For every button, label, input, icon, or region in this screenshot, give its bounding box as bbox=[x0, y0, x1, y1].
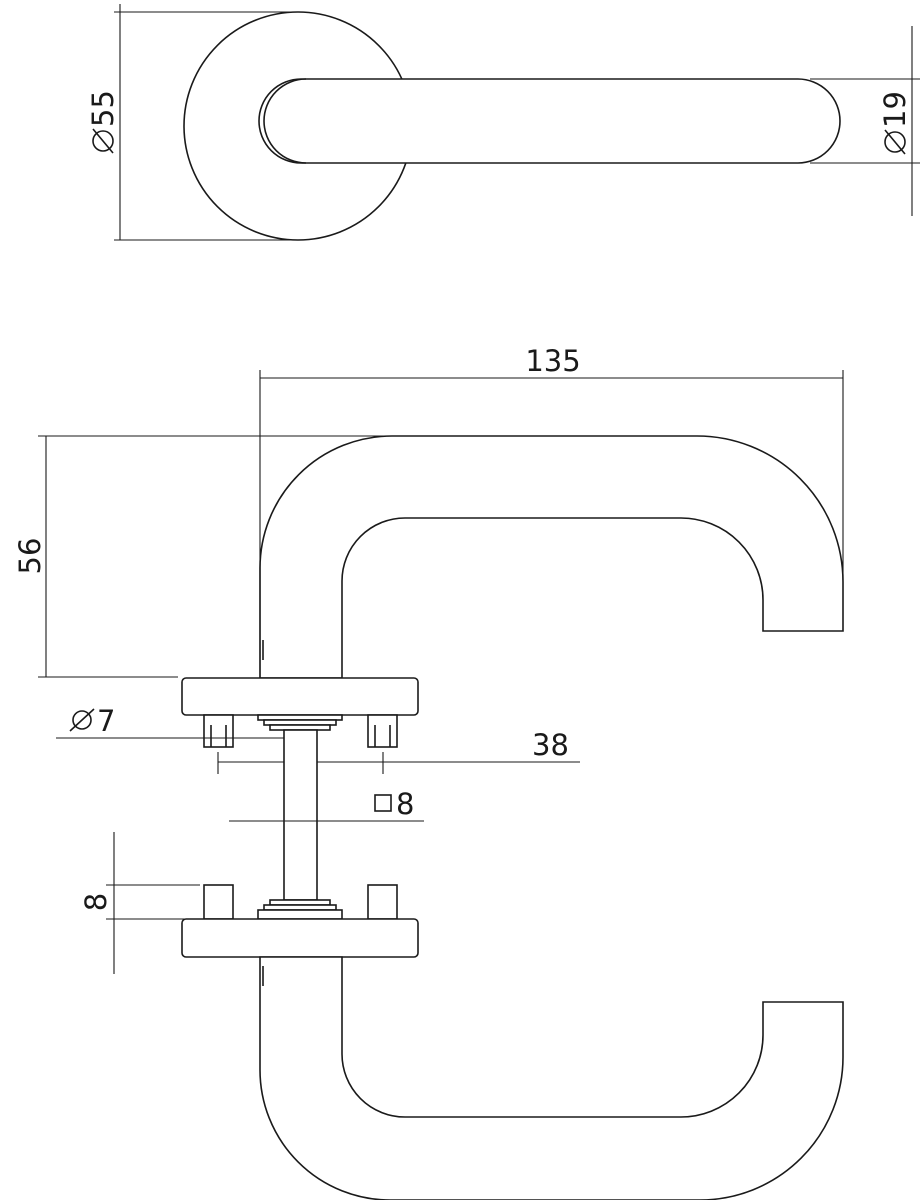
lower-screw-left bbox=[203, 884, 234, 920]
lower-screw-right bbox=[367, 884, 398, 920]
lever-end-arc bbox=[263, 78, 307, 164]
dimension-lever-diameter: 19 bbox=[810, 26, 920, 216]
upper-rose-plate bbox=[181, 677, 419, 716]
upper-rose-assembly bbox=[181, 677, 419, 748]
lower-rose-assembly bbox=[181, 884, 419, 958]
dimension-screw-diameter: 7 bbox=[56, 704, 305, 739]
diameter-symbol bbox=[72, 710, 92, 730]
lower-lever-outline bbox=[259, 956, 844, 1200]
dimension-spindle-square: 8 bbox=[229, 787, 424, 822]
lower-rose-plate bbox=[181, 918, 419, 958]
upper-screw-left bbox=[203, 714, 234, 748]
dimension-rose-diameter: 55 bbox=[86, 4, 298, 241]
lever-diameter-label: 19 bbox=[878, 91, 912, 128]
dimension-screw-spacing: 38 bbox=[217, 728, 580, 774]
dimension-lever-length: 135 bbox=[259, 344, 844, 680]
diameter-symbol bbox=[884, 131, 906, 153]
lever-top-outline bbox=[258, 78, 841, 164]
spindle bbox=[283, 729, 318, 901]
upper-lever bbox=[259, 435, 844, 679]
upper-screw-right bbox=[367, 714, 398, 748]
spindle-square-label: 8 bbox=[396, 787, 414, 821]
spindle-bar bbox=[283, 729, 318, 901]
dimension-lever-height: 56 bbox=[13, 435, 392, 678]
dimension-pin-height: 8 bbox=[79, 832, 200, 974]
square-symbol bbox=[374, 794, 392, 812]
screw-spacing-label: 38 bbox=[532, 728, 569, 762]
rose-diameter-label: 55 bbox=[86, 90, 120, 127]
pin-height-label: 8 bbox=[79, 893, 113, 911]
lever-height-label: 56 bbox=[13, 538, 47, 575]
diameter-symbol bbox=[92, 130, 114, 152]
screw-diameter-label: 7 bbox=[97, 704, 115, 738]
lever-length-label: 135 bbox=[525, 344, 580, 378]
top-view bbox=[183, 11, 841, 241]
lower-lever bbox=[259, 956, 844, 1200]
upper-lever-outline bbox=[259, 435, 844, 679]
lower-washer-1 bbox=[257, 909, 343, 920]
